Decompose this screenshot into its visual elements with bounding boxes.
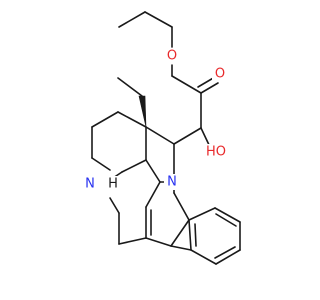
- bond-b4: [215, 249, 241, 265]
- bond-n-ch2-a: [109, 197, 120, 214]
- ester-oxygen-label: O: [167, 49, 177, 64]
- stereo-hydrogen-label: H: [108, 177, 118, 192]
- bond-p1: [145, 181, 161, 208]
- indole-nitrogen-label: N: [167, 175, 177, 190]
- carbonyl-oxygen-label: O: [215, 67, 225, 82]
- bond-ethyl-c2-c3: [144, 11, 173, 28]
- benzene-ring: [170, 207, 241, 265]
- indole-pyrrole-ring: [145, 143, 190, 247]
- bond-b5: [190, 249, 217, 265]
- atom-labels: O O HO N N H: [82, 48, 228, 192]
- bond-b6: [188, 219, 192, 251]
- bond-r8: [121, 159, 147, 173]
- chemical-structure-diagram: O O HO N N H: [82, 11, 241, 265]
- bond-b4-double: [214, 246, 236, 259]
- wedge-bond-quaternary: [138, 95, 147, 128]
- ester-group: [118, 11, 219, 129]
- bond-r3: [117, 111, 147, 128]
- bond-p5: [173, 192, 190, 221]
- aliphatic-ring-upper: [91, 111, 202, 183]
- bond-ch2-indole: [118, 237, 147, 245]
- bond-b2-double: [215, 213, 237, 227]
- bond-r4: [91, 111, 119, 128]
- bond-carbonyl-c-to-ring: [171, 75, 202, 94]
- bond-carbonyl-double-a: [200, 82, 219, 94]
- bond-p4: [170, 219, 190, 247]
- bond-p3: [145, 237, 172, 247]
- bond-b2: [214, 207, 241, 223]
- hydroxyl-label: HO: [206, 145, 226, 160]
- bond-ethyl-c1-c2: [118, 11, 146, 28]
- bond-ethyl-sub: [117, 77, 143, 97]
- amine-nitrogen-label: N: [85, 177, 95, 192]
- bond-r6: [91, 157, 111, 171]
- ethyl-substituent: [117, 77, 147, 128]
- bond-r9: [145, 159, 161, 183]
- bond-r1: [173, 127, 202, 145]
- bond-c-oh: [200, 127, 211, 148]
- bond-r2: [145, 126, 175, 145]
- bond-b-join: [170, 245, 192, 251]
- bond-b1: [188, 207, 216, 221]
- bond-b6-double: [194, 223, 197, 247]
